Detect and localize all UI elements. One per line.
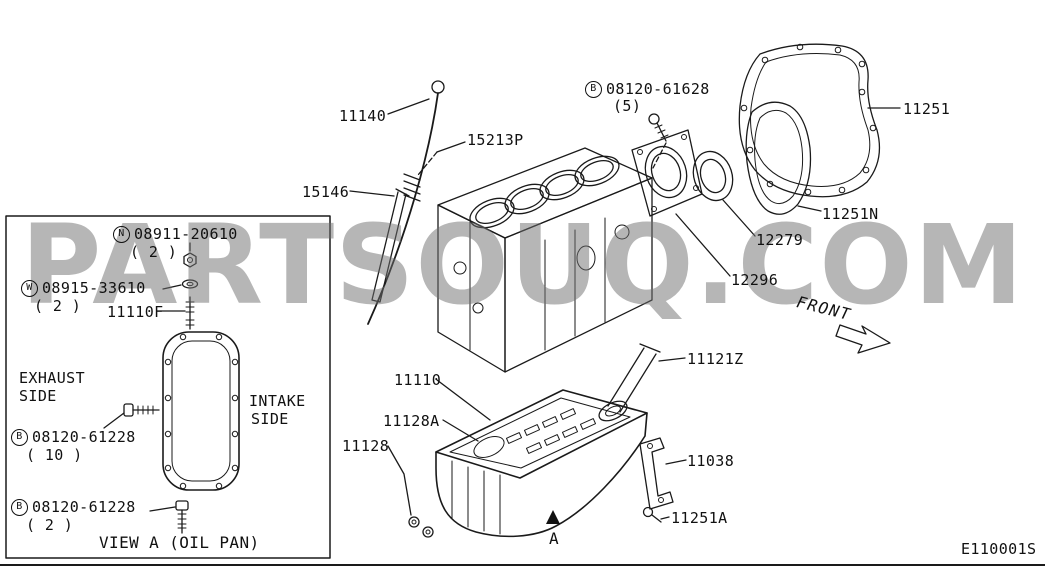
engine-block-drawing xyxy=(437,147,653,373)
circled-b-icon: B xyxy=(585,80,602,98)
callout-oil-pan[interactable]: 11110 xyxy=(394,371,442,389)
part-number: 08915-33610 xyxy=(42,279,146,297)
callout-bolt-2-qty: ( 2 ) xyxy=(26,516,74,534)
callout-washer[interactable]: W 08915-33610 xyxy=(21,279,146,297)
oil-strainer-drawing xyxy=(598,343,686,422)
tube-drawing xyxy=(349,188,410,303)
bracket-drawing xyxy=(639,437,687,510)
bolt-11251a-drawing xyxy=(642,506,670,523)
callout-bolt-10-qty: ( 10 ) xyxy=(26,446,83,464)
part-number: 08120-61228 xyxy=(32,498,136,516)
circled-n-icon: N xyxy=(113,225,130,243)
callout-seal-retainer[interactable]: 12296 xyxy=(731,271,779,289)
drawing-number: E110001S xyxy=(961,540,1037,558)
circled-b-icon: B xyxy=(11,428,28,446)
callout-oil-pan-gasket[interactable]: 11128 xyxy=(342,437,390,455)
exhaust-side-label-line1: EXHAUST xyxy=(19,369,86,387)
callout-oil-strainer[interactable]: 11121Z xyxy=(687,350,744,368)
callout-washer-qty: ( 2 ) xyxy=(34,297,82,315)
callout-tube[interactable]: 15146 xyxy=(302,183,350,201)
callout-guide[interactable]: 15213P xyxy=(467,131,524,149)
section-marker-label: A xyxy=(549,529,560,548)
callout-bolt-5[interactable]: B 08120-61628 xyxy=(585,80,710,98)
intake-side-label-line1: INTAKE xyxy=(249,392,306,410)
section-marker-arrow xyxy=(546,510,560,524)
circled-b-icon: B xyxy=(11,498,28,516)
callout-side-cover[interactable]: 11251N xyxy=(822,205,879,223)
guide-drawing xyxy=(403,141,466,202)
intake-side-label-line2: SIDE xyxy=(251,410,289,428)
callout-nut-qty: ( 2 ) xyxy=(130,243,178,261)
callout-rear-plate[interactable]: 11251 xyxy=(903,100,951,118)
callout-bracket[interactable]: 11038 xyxy=(687,452,735,470)
view-a-caption: VIEW A (OIL PAN) xyxy=(99,533,260,552)
callout-bolt-2[interactable]: B 08120-61228 xyxy=(11,498,136,516)
part-number: 08120-61228 xyxy=(32,428,136,446)
oil-pan-drawing xyxy=(387,379,648,538)
side-cover-drawing xyxy=(745,101,822,215)
rear-plate-drawing xyxy=(738,43,901,198)
callout-bolt-11251a[interactable]: 11251A xyxy=(671,509,728,527)
exhaust-side-label-line2: SIDE xyxy=(19,387,57,405)
callout-stud[interactable]: 11110F xyxy=(107,303,164,321)
seal-retainer-drawing xyxy=(631,129,731,277)
callout-oil-pan-gasket-a[interactable]: 11128A xyxy=(383,412,440,430)
front-arrow xyxy=(835,324,891,354)
callout-nut[interactable]: N 08911-20610 xyxy=(113,225,238,243)
circled-w-icon: W xyxy=(21,279,38,297)
callout-bolt-10[interactable]: B 08120-61228 xyxy=(11,428,136,446)
callout-bolt-5-qty: (5) xyxy=(613,97,642,115)
callout-dipstick[interactable]: 11140 xyxy=(339,107,387,125)
part-number: 08120-61628 xyxy=(606,80,710,98)
view-a-inset-drawing xyxy=(5,215,331,559)
part-number: 08911-20610 xyxy=(134,225,238,243)
callout-oil-seal[interactable]: 12279 xyxy=(756,231,804,249)
oil-seal-drawing xyxy=(692,150,756,237)
